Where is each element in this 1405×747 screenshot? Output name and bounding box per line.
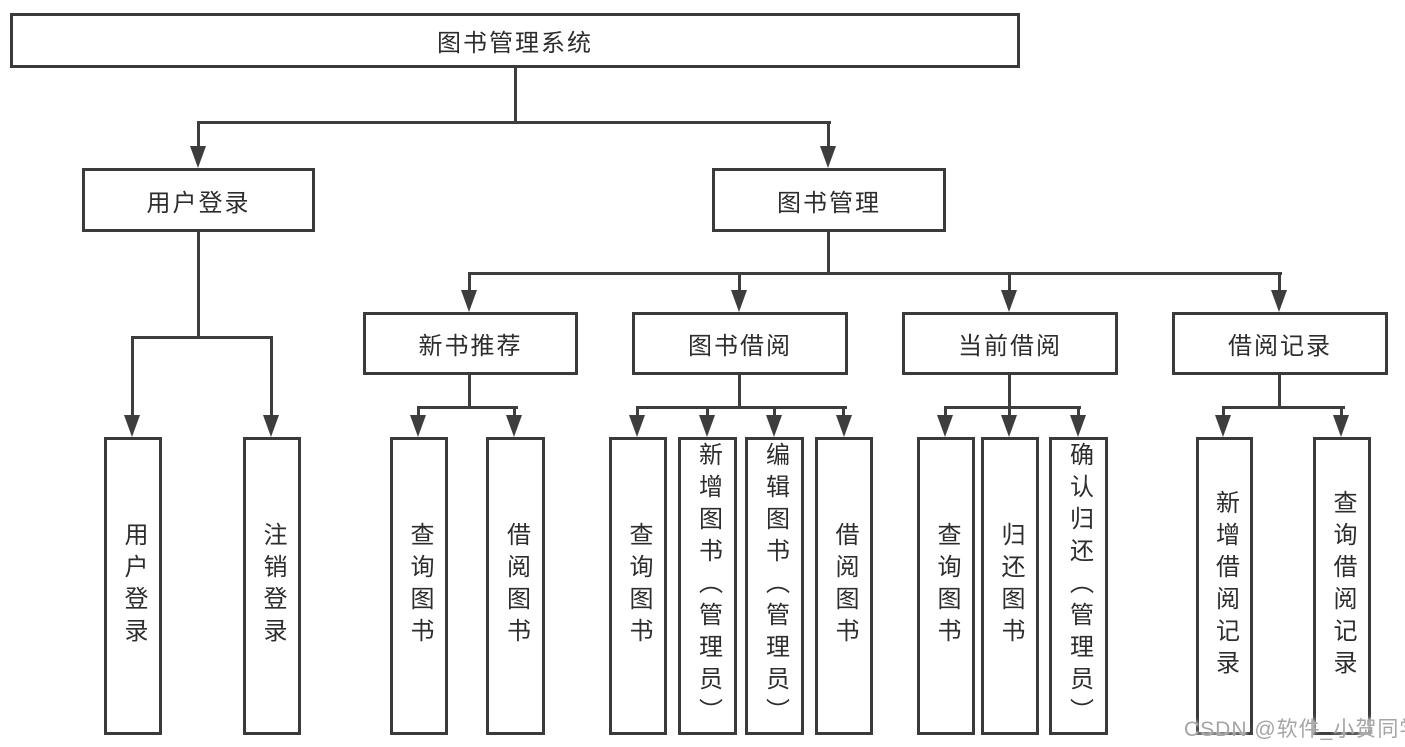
node-box-confirm-return-admin: 确认归还（管理员） [1049, 437, 1108, 735]
connector-line [1008, 272, 1011, 292]
arrow-down-icon [820, 146, 836, 168]
connector-line [197, 232, 200, 339]
arrow-down-icon [766, 415, 782, 437]
node-box-add-borrow-record: 新增借阅记录 [1196, 437, 1253, 735]
arrow-down-icon [1215, 415, 1231, 437]
connector-line [131, 336, 273, 339]
connector-line [636, 406, 847, 409]
connector-line [417, 406, 518, 409]
connector-line [1278, 375, 1281, 409]
arrow-down-icon [699, 415, 715, 437]
connector-line [738, 272, 741, 292]
node-box-book-borrow: 图书借阅 [632, 312, 848, 375]
node-box-add-book-admin: 新增图书（管理员） [678, 437, 737, 735]
node-box-borrow-book-b: 借阅图书 [815, 437, 873, 735]
node-box-borrow-book-a: 借阅图书 [486, 437, 545, 735]
connector-line [827, 232, 830, 275]
arrow-down-icon [1001, 415, 1017, 437]
node-box-query-borrow-record: 查询借阅记录 [1313, 437, 1371, 735]
node-box-current-borrow: 当前借阅 [902, 312, 1118, 375]
connector-line [773, 406, 776, 417]
arrow-down-icon [937, 415, 953, 437]
connector-line [417, 406, 420, 417]
node-box-return-book: 归还图书 [981, 437, 1039, 735]
arrow-down-icon [506, 415, 522, 437]
connector-line [468, 272, 471, 292]
node-box-logout: 注销登录 [243, 437, 301, 735]
connector-line [1222, 406, 1225, 417]
arrow-down-icon [1271, 290, 1287, 312]
connector-line [842, 406, 845, 417]
connector-line [706, 406, 709, 417]
connector-line [514, 68, 517, 122]
arrow-down-icon [410, 415, 426, 437]
csdn-watermark: CSDN @软件_小贺同学 [1184, 718, 1405, 741]
connector-line [468, 272, 1282, 275]
arrow-down-icon [190, 146, 206, 168]
connector-line [944, 406, 1081, 409]
connector-line [1222, 406, 1345, 409]
arrow-down-icon [1001, 290, 1017, 312]
arrow-down-icon [1070, 415, 1086, 437]
connector-line [1077, 406, 1080, 417]
node-box-login: 用户登录 [104, 437, 162, 735]
connector-line [1008, 375, 1011, 409]
arrow-down-icon [263, 415, 279, 437]
node-box-borrow-records: 借阅记录 [1172, 312, 1388, 375]
arrow-down-icon [731, 290, 747, 312]
node-box-query-book-c: 查询图书 [917, 437, 975, 735]
arrow-down-icon [461, 290, 477, 312]
node-box-query-book-b: 查询图书 [609, 437, 667, 735]
node-box-new-book-rec: 新书推荐 [363, 312, 578, 375]
connector-line [468, 375, 471, 409]
connector-line [1008, 406, 1011, 417]
node-box-user-login: 用户登录 [82, 168, 315, 232]
arrow-down-icon [124, 415, 140, 437]
arrow-down-icon [629, 415, 645, 437]
connector-line [944, 406, 947, 417]
connector-line [513, 406, 516, 417]
connector-line [270, 336, 273, 417]
arrow-down-icon [836, 415, 852, 437]
node-box-book-mgmt: 图书管理 [712, 168, 946, 232]
connector-line [738, 375, 741, 409]
connector-line [827, 121, 830, 148]
arrow-down-icon [1333, 415, 1349, 437]
node-box-query-book-a: 查询图书 [390, 437, 448, 735]
node-box-root: 图书管理系统 [10, 13, 1020, 68]
node-box-edit-book-admin: 编辑图书（管理员） [745, 437, 804, 735]
connector-line [197, 121, 831, 124]
connector-line [636, 406, 639, 417]
connector-line [197, 121, 200, 148]
connector-line [131, 336, 134, 417]
connector-line [1340, 406, 1343, 417]
connector-line [1278, 272, 1281, 292]
